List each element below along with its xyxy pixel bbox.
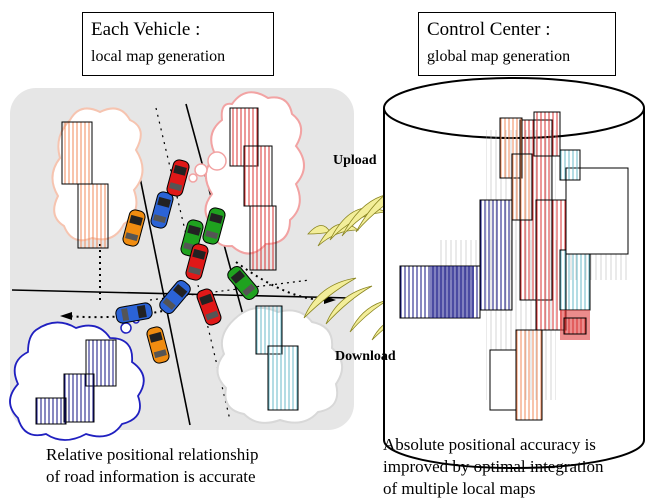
center-title-box: Control Center : global map generation	[418, 12, 616, 76]
car-blue-2	[159, 280, 191, 314]
caption-left-line-1: Relative positional relationship	[46, 445, 259, 464]
car-red-1	[166, 159, 190, 197]
trajectory-right	[235, 261, 331, 302]
caption-right-line-2: improved by optimal integration	[383, 457, 604, 476]
car-red-2	[185, 243, 209, 281]
upload-label: Upload	[333, 153, 377, 168]
car-green-2	[202, 207, 226, 245]
global-map	[399, 111, 630, 421]
caption-left-line-2: of road information is accurate	[46, 467, 256, 486]
center-subtitle: global map generation	[427, 48, 571, 65]
car-orange-2	[146, 326, 170, 364]
car-red-3	[196, 288, 222, 326]
vehicle-subtitle: local map generation	[91, 48, 226, 65]
caption-right-line-3: of multiple local maps	[383, 479, 536, 498]
download-label: Download	[335, 349, 396, 364]
center-title: Control Center :	[427, 19, 551, 40]
car-green-3	[227, 266, 259, 300]
car-blue-1	[150, 191, 174, 229]
car-blue-3	[115, 302, 153, 324]
caption-right-line-1: Absolute positional accuracy is	[383, 435, 596, 454]
car-orange	[122, 209, 146, 247]
vehicle-title-box: Each Vehicle : local map generation	[82, 12, 274, 76]
vehicle-title: Each Vehicle :	[91, 19, 201, 40]
